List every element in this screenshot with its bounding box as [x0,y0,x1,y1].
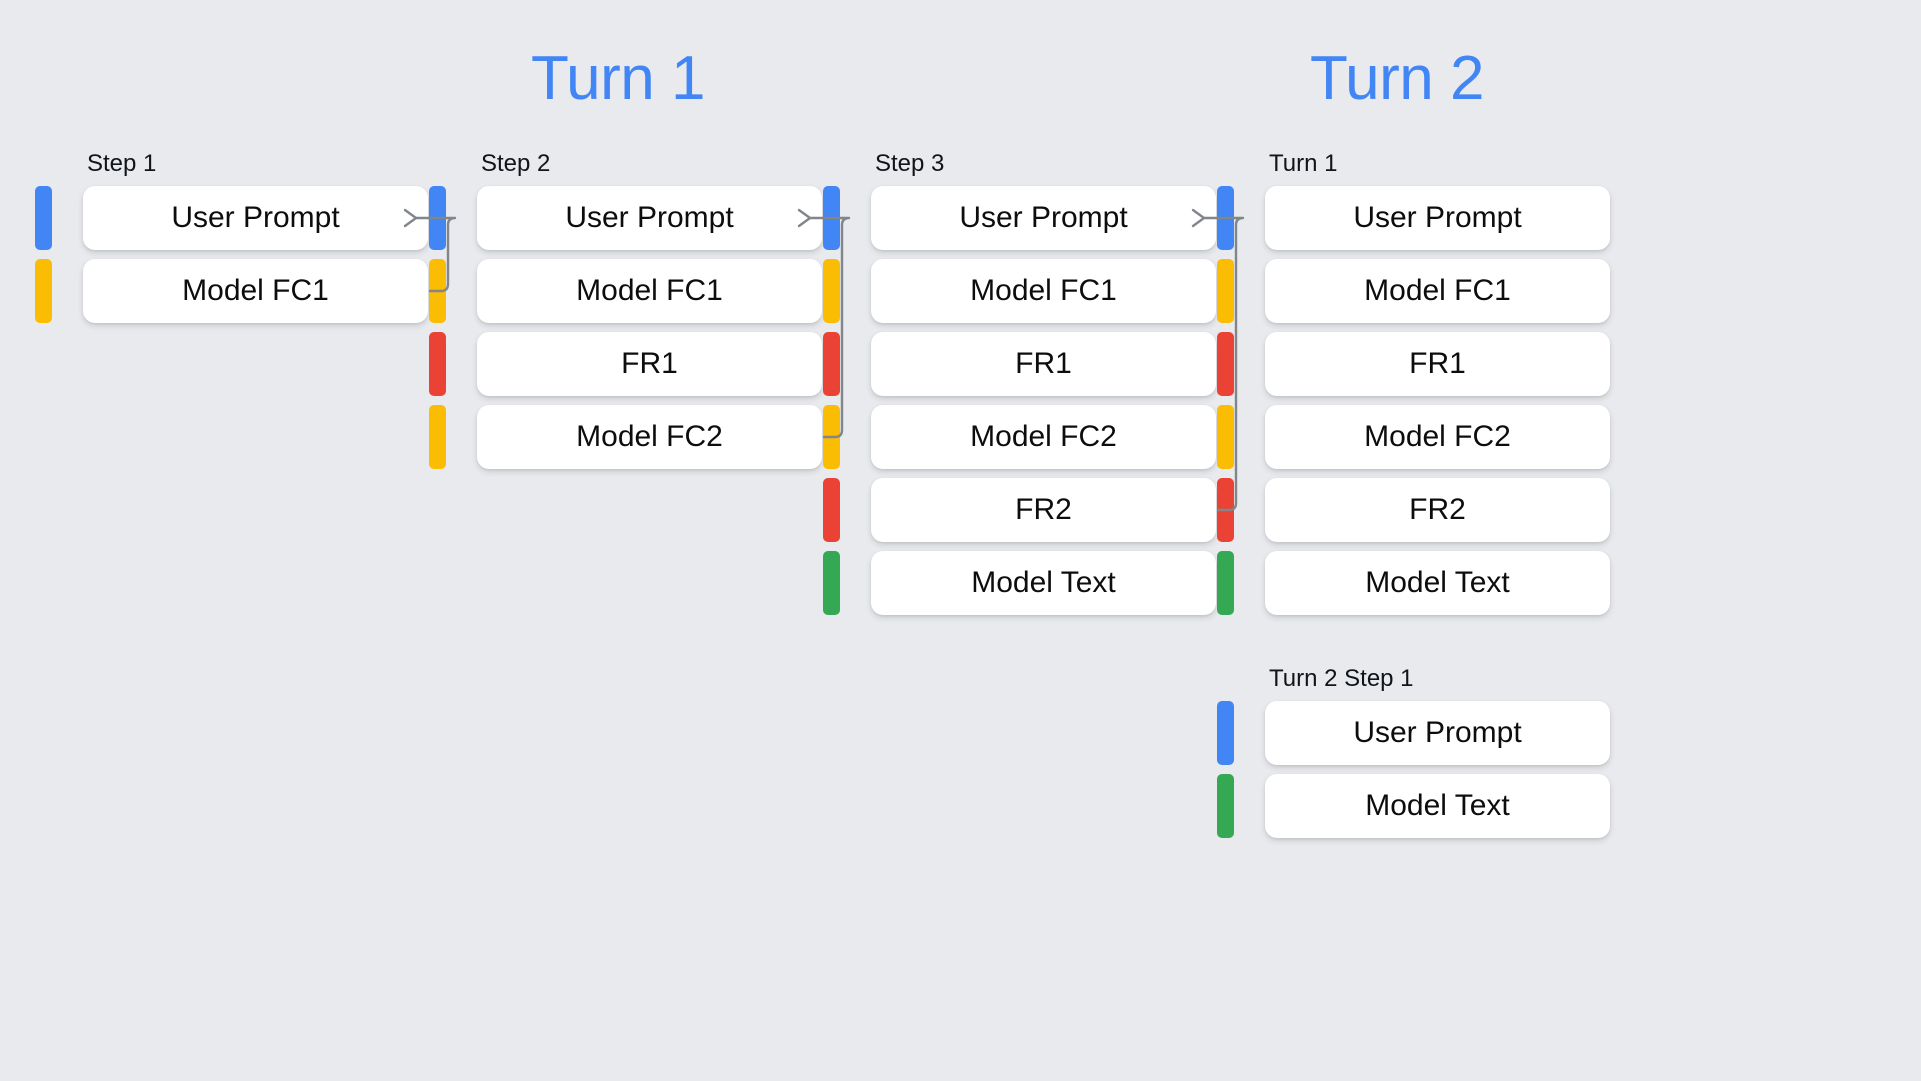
role-color-bar-blue [35,186,52,250]
message-card-label: User Prompt [1353,201,1522,234]
role-color-bar-green [1217,551,1234,615]
role-color-bar-red [429,332,446,396]
column-label: Step 2 [481,150,551,177]
message-card[interactable]: Model FC2 [477,405,822,469]
message-card-label: User Prompt [171,201,340,234]
role-color-bar-blue [1217,701,1234,765]
role-color-bar-green [823,551,840,615]
role-color-bar-yellow [429,405,446,469]
message-card-label: Model FC1 [182,274,329,307]
message-card-label: Model FC2 [1364,420,1511,453]
message-card[interactable]: Model FC2 [871,405,1216,469]
message-card-label: FR1 [1409,347,1466,380]
message-card[interactable]: FR2 [871,478,1216,542]
message-card[interactable]: User Prompt [83,186,428,250]
message-card-label: Model FC1 [1364,274,1511,307]
message-card[interactable]: Model Text [1265,774,1610,838]
role-color-bar-red [1217,332,1234,396]
role-color-bar-blue [429,186,446,250]
message-card-label: FR2 [1409,493,1466,526]
message-card-label: Model FC1 [970,274,1117,307]
message-card-label: User Prompt [959,201,1128,234]
message-card-label: Model FC2 [576,420,723,453]
message-card[interactable]: FR1 [1265,332,1610,396]
message-card[interactable]: FR1 [871,332,1216,396]
turn-heading: Turn 1 [531,44,705,113]
column-label: Turn 2 Step 1 [1269,665,1414,692]
message-card-label: User Prompt [1353,716,1522,749]
message-card[interactable]: FR2 [1265,478,1610,542]
message-card-label: FR2 [1015,493,1072,526]
column-label: Step 3 [875,150,945,177]
message-card[interactable]: Model Text [1265,551,1610,615]
message-card[interactable]: FR1 [477,332,822,396]
column-label: Turn 1 [1269,150,1338,177]
message-card[interactable]: User Prompt [871,186,1216,250]
role-color-bar-red [823,332,840,396]
role-color-bar-blue [823,186,840,250]
turn-heading: Turn 2 [1310,44,1484,113]
message-card[interactable]: Model FC1 [871,259,1216,323]
message-card[interactable]: Model FC1 [83,259,428,323]
message-card[interactable]: Model FC2 [1265,405,1610,469]
message-card-label: User Prompt [565,201,734,234]
message-card-label: FR1 [621,347,678,380]
role-color-bar-yellow [35,259,52,323]
role-color-bar-red [823,478,840,542]
message-card-label: Model FC2 [970,420,1117,453]
role-color-bar-yellow [429,259,446,323]
message-card-label: Model Text [971,566,1116,599]
role-color-bar-yellow [1217,405,1234,469]
message-card[interactable]: User Prompt [1265,186,1610,250]
message-card[interactable]: Model FC1 [477,259,822,323]
role-color-bar-yellow [1217,259,1234,323]
message-card[interactable]: Model Text [871,551,1216,615]
role-color-bar-blue [1217,186,1234,250]
message-card[interactable]: User Prompt [477,186,822,250]
role-color-bar-red [1217,478,1234,542]
message-card-label: FR1 [1015,347,1072,380]
message-card-label: Model FC1 [576,274,723,307]
message-card-label: Model Text [1365,789,1510,822]
message-card[interactable]: User Prompt [1265,701,1610,765]
role-color-bar-green [1217,774,1234,838]
message-card-label: Model Text [1365,566,1510,599]
message-card[interactable]: Model FC1 [1265,259,1610,323]
role-color-bar-yellow [823,405,840,469]
role-color-bar-yellow [823,259,840,323]
column-label: Step 1 [87,150,157,177]
